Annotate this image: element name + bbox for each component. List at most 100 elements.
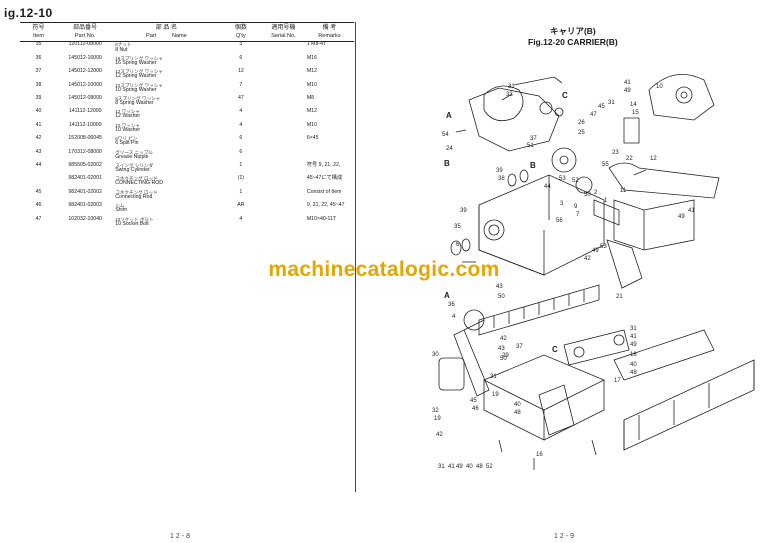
callout-56: 56 (556, 218, 563, 224)
callout-A: A (446, 111, 452, 120)
figure-title: キャリア(B) Fig.12-20 CARRIER(B) (528, 26, 618, 47)
cell-remarks: M12 (306, 108, 317, 115)
part-name-jp: スイング シリンダ (115, 163, 154, 168)
callout-41: 41 (624, 80, 631, 86)
part-name-en: 8 Nut (115, 46, 128, 53)
cell-item: 39 (35, 95, 42, 102)
cell-serial (262, 176, 305, 189)
cell-qty: 1 (239, 188, 243, 195)
callout-19b: 19 (434, 416, 441, 422)
callout-48: 48 (630, 370, 637, 376)
callout-42: 42 (584, 256, 591, 262)
cell-serial (262, 69, 305, 82)
cell-item: 44 (35, 162, 42, 168)
carrier-exploded-diagram: 31 33 C A 54 24 B 37 51 39 38 53 44 52 5… (432, 74, 755, 470)
callout-40: 40 (630, 362, 637, 368)
cell-qty: 6 (239, 148, 243, 155)
cell-part-no: 982401-02001 (68, 175, 102, 182)
callout-39: 39 (496, 168, 503, 174)
part-name-en: Swing Cylinder (115, 167, 150, 174)
cell-item: 40 (35, 108, 42, 115)
callout-52b: 52 (486, 464, 493, 470)
callout-55: 55 (602, 162, 609, 168)
callout-12: 12 (650, 156, 657, 162)
cell-serial (262, 203, 305, 216)
callout-B2: B (530, 161, 536, 170)
cell-item: 42 (35, 135, 42, 142)
callout-19: 19 (492, 392, 499, 398)
watermark-text: machinecatalogic.com (268, 258, 500, 281)
callout-21: 21 (616, 294, 623, 300)
callout-26: 26 (578, 120, 585, 126)
cell-serial (262, 150, 305, 163)
callout-49c: 49 (592, 248, 599, 254)
callout-24: 24 (446, 146, 453, 152)
part-name-jp: 16スプリング ワッシャ (115, 55, 163, 61)
callout-43: 43 (496, 284, 503, 290)
part-name-en: Grease Nipple (115, 153, 149, 160)
callout-50c: 50 (500, 356, 507, 362)
callout-31b: 31 (608, 100, 615, 106)
cell-qty: (1) (237, 175, 244, 182)
callout-40b: 40 (514, 402, 521, 408)
callout-49d: 49 (630, 342, 637, 348)
cell-qty: 1 (239, 162, 243, 168)
cell-serial (262, 42, 305, 56)
part-name-en: Connecting Rod (115, 193, 153, 200)
cell-part-no: 145012-10000 (68, 81, 102, 88)
cell-item: 38 (35, 81, 42, 88)
callout-1: 1 (604, 198, 608, 204)
callout-16: 16 (536, 452, 543, 458)
figure-title-en: Fig.12-20 CARRIER(B) (528, 36, 618, 47)
callout-C2: C (552, 345, 558, 354)
callout-31c: 31 (630, 326, 637, 332)
callout-B: B (444, 159, 450, 168)
part-name-en: Shim (115, 207, 128, 214)
callout-42c: 42 (436, 432, 443, 438)
part-name-jp: コネクチング ロッド (115, 189, 158, 195)
cell-item: 43 (35, 148, 42, 155)
cell-serial (262, 190, 305, 203)
cell-part-no: 982401-02002 (68, 188, 102, 195)
part-name-en: 8 Spring Washer (115, 100, 154, 107)
callout-3: 3 (560, 201, 564, 207)
part-name-en: 12 Spring Washer (115, 73, 157, 80)
callout-C: C (562, 91, 568, 100)
cell-part-no: 145012-08000 (68, 95, 102, 102)
callout-9: 9 (574, 204, 578, 210)
callout-33: 33 (506, 92, 513, 98)
part-name-en: 10 Spring Washer (115, 86, 157, 93)
callout-22: 22 (626, 156, 633, 162)
callout-31e: 31 (438, 464, 445, 470)
callout-48c: 48 (476, 464, 483, 470)
cell-remarks: M16 (306, 54, 317, 61)
part-name-jp: 6ワリ ピン (115, 136, 138, 142)
callout-32: 32 (432, 408, 439, 414)
cell-remarks: Consist of Item (306, 188, 342, 195)
part-name-en: 10 Socket Bolt (115, 220, 149, 227)
cell-qty: 47 (237, 95, 244, 102)
page-number-left: 12-8 (170, 533, 193, 540)
cell-qty: 4 (239, 215, 243, 222)
callout-50b: 50 (498, 294, 505, 300)
part-name-jp: 6ナット (115, 42, 132, 48)
callout-31: 31 (508, 84, 515, 90)
callout-6: 6 (456, 242, 460, 248)
cell-serial (262, 123, 305, 136)
